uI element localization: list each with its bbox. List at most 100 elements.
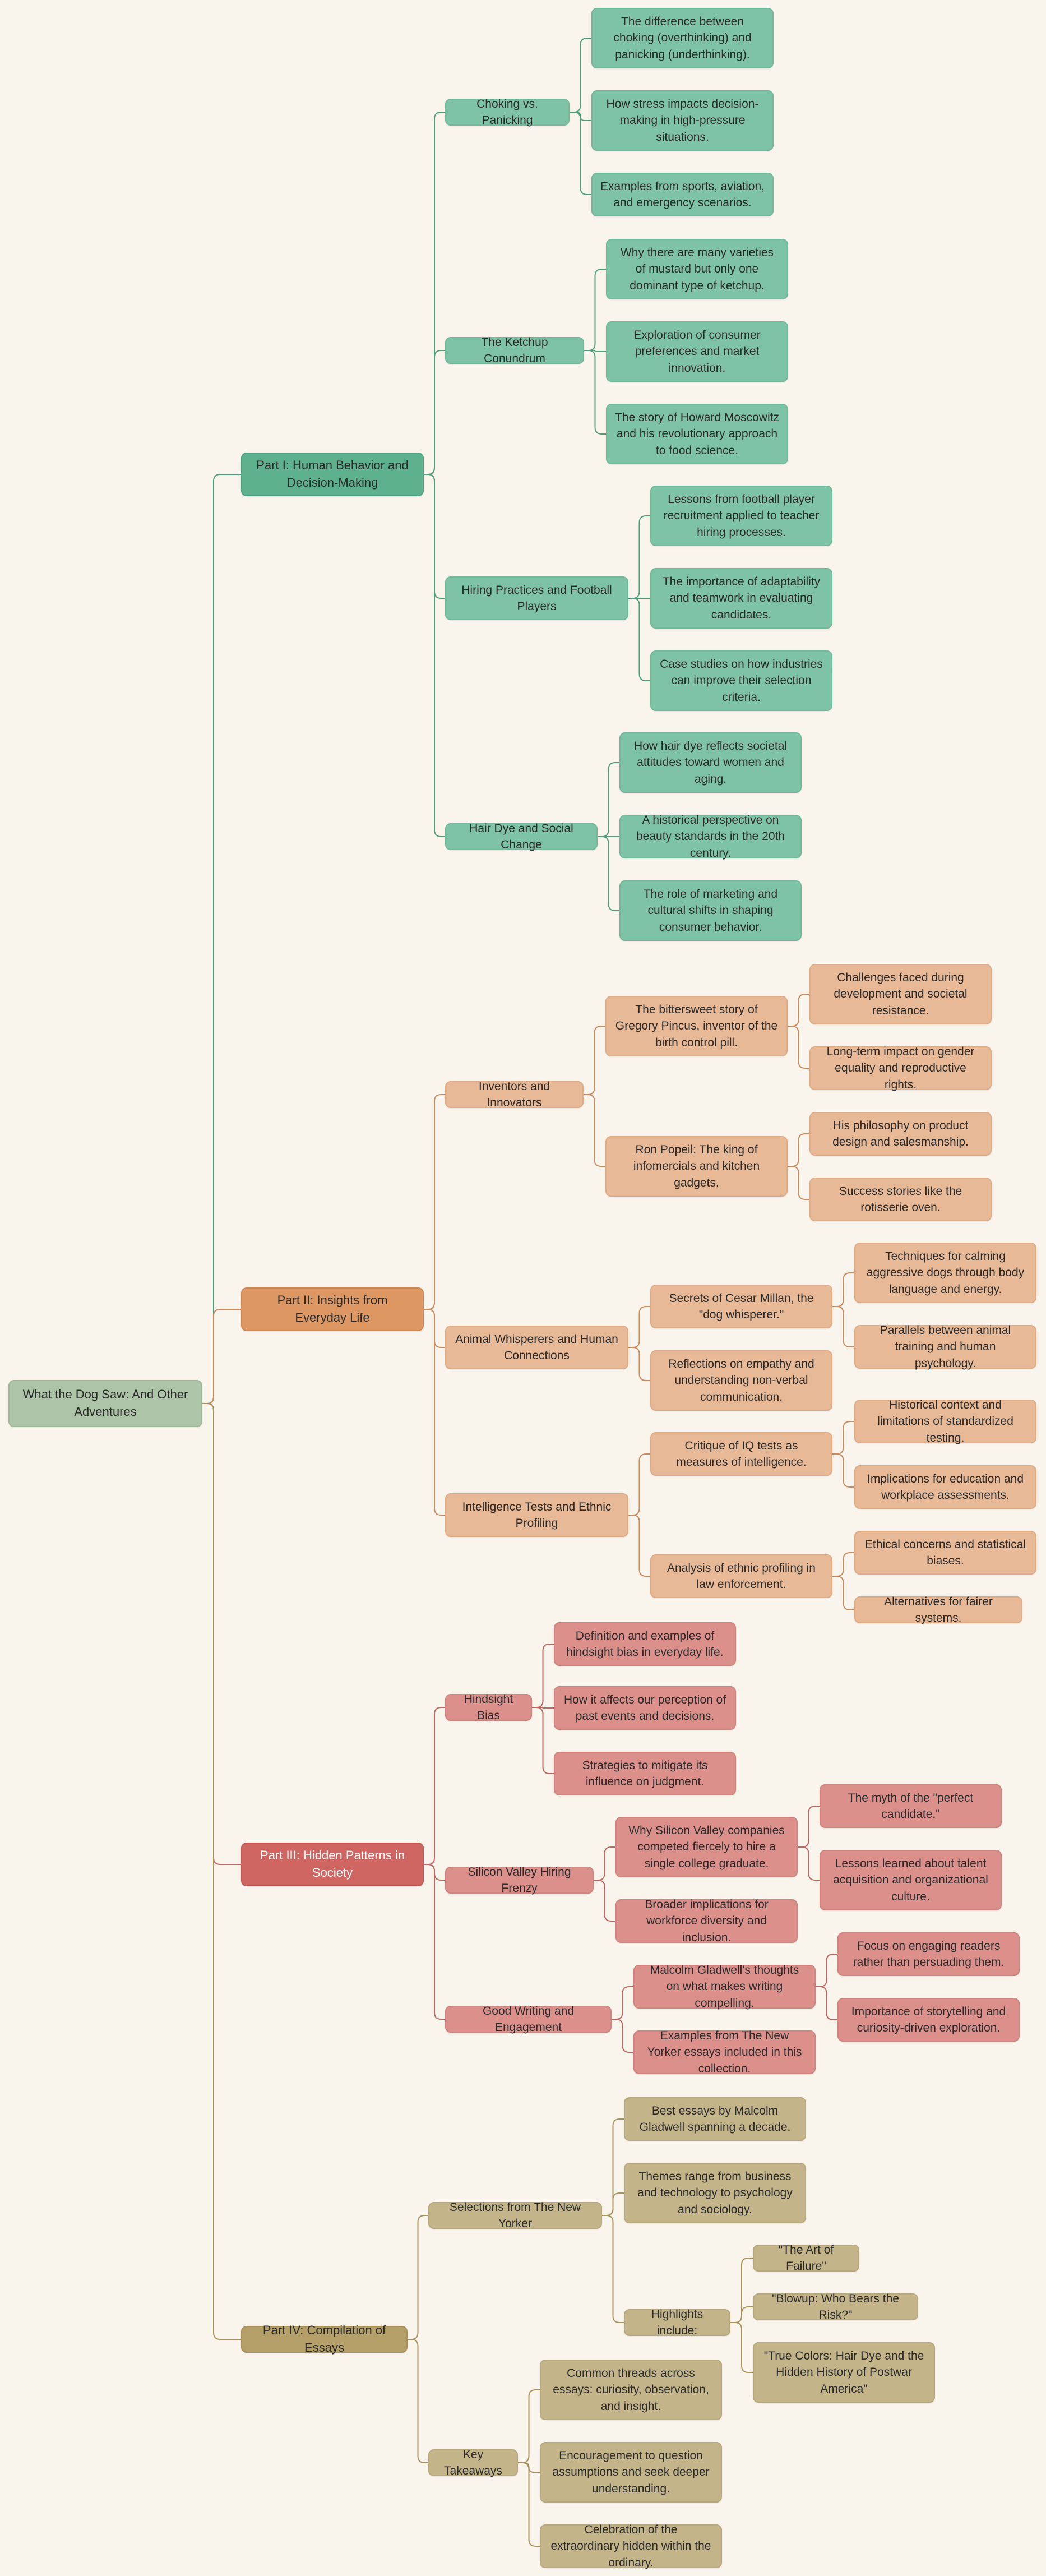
hindsight-bias-node[interactable]: Hindsight Bias [445,1693,532,1722]
choking-detail-1[interactable]: The difference between choking (overthin… [591,8,774,68]
hiring-practices-node[interactable]: Hiring Practices and Football Players [445,576,628,620]
connector-line [628,598,650,681]
highlight-art-of-failure[interactable]: "The Art of Failure" [753,2243,859,2273]
ketchup-detail-1[interactable]: Why there are many varieties of mustard … [606,239,788,299]
takeaways-detail-1[interactable]: Common threads across essays: curiosity,… [540,2360,722,2420]
good-writing-node[interactable]: Good Writing and Engagement [445,2005,612,2034]
pincus-node[interactable]: The bittersweet story of Gregory Pincus,… [605,996,788,1056]
connector-line [518,2389,540,2463]
inventors-node[interactable]: Inventors and Innovators [445,1080,584,1109]
highlights-node[interactable]: Highlights include: [624,2308,730,2337]
connector-line [584,1094,605,1167]
connector-line [408,2215,428,2340]
choking-vs-panicking-node[interactable]: Choking vs. Panicking [445,98,570,127]
hair-detail-2[interactable]: A historical perspective on beauty stand… [619,814,802,860]
connector-line [798,1806,820,1848]
profiling-node[interactable]: Analysis of ethnic profiling in law enfo… [650,1554,832,1598]
iq-test-detail-2[interactable]: Implications for education and workplace… [854,1465,1036,1509]
connector-line [628,1453,650,1516]
millan-detail-1[interactable]: Techniques for calming aggressive dogs t… [854,1243,1036,1303]
takeaways-detail-3[interactable]: Celebration of the extraordinary hidden … [540,2523,722,2569]
hiring-detail-1[interactable]: Lessons from football player recruitment… [650,486,832,546]
connector-line [518,2462,540,2547]
hair-detail-1[interactable]: How hair dye reflects societal attitudes… [619,732,802,793]
highlight-true-colors[interactable]: "True Colors: Hair Dye and the Hidden Hi… [753,2342,935,2403]
silicon-broader-node[interactable]: Broader implications for workforce diver… [615,1898,798,1944]
pincus-detail-2[interactable]: Long-term impact on gender equality and … [809,1045,992,1091]
root-node[interactable]: What the Dog Saw: And Other Adventures [8,1380,202,1427]
connector-line [612,2019,633,2053]
highlight-blowup[interactable]: "Blowup: Who Bears the Risk?" [753,2292,918,2321]
hindsight-detail-2[interactable]: How it affects our perception of past ev… [554,1686,736,1730]
connector-line [816,1986,837,2020]
takeaways-detail-2[interactable]: Encouragement to question assumptions an… [540,2442,722,2503]
hiring-detail-2[interactable]: The importance of adaptability and teamw… [650,568,832,629]
pincus-detail-1[interactable]: Challenges faced during development and … [809,964,992,1024]
connector-line [202,474,241,1404]
connector-line [628,1306,650,1348]
connector-line [598,836,619,911]
writing-thoughts-node[interactable]: Malcolm Gladwell's thoughts on what make… [633,1964,816,2010]
connector-line [832,1453,854,1488]
connector-line [602,2215,624,2323]
connector-line [202,1403,241,1865]
choking-detail-3[interactable]: Examples from sports, aviation, and emer… [591,173,774,216]
writing-thoughts-detail-1[interactable]: Focus on engaging readers rather than pe… [837,1932,1020,1976]
hiring-detail-3[interactable]: Case studies on how industries can impro… [650,650,832,711]
connector-line [594,1846,615,1881]
ketchup-detail-2[interactable]: Exploration of consumer preferences and … [606,321,788,382]
hair-detail-3[interactable]: The role of marketing and cultural shift… [619,880,802,941]
animal-whisperers-node[interactable]: Animal Whisperers and Human Connections [445,1326,628,1369]
connector-line [202,1403,241,2340]
part-2-node[interactable]: Part II: Insights from Everyday Life [241,1287,424,1331]
selections-detail-1[interactable]: Best essays by Malcolm Gladwell spanning… [624,2097,806,2141]
hair-dye-node[interactable]: Hair Dye and Social Change [445,822,598,851]
connector-line [532,1644,554,1708]
hindsight-detail-1[interactable]: Definition and examples of hindsight bia… [554,1622,736,1666]
part-4-node[interactable]: Part IV: Compilation of Essays [241,2323,408,2355]
connector-line [832,1421,854,1455]
popeil-detail-2[interactable]: Success stories like the rotisserie oven… [809,1178,992,1221]
connector-line [584,1026,605,1095]
profiling-detail-1[interactable]: Ethical concerns and statistical biases. [854,1531,1036,1575]
writing-thoughts-detail-2[interactable]: Importance of storytelling and curiosity… [837,1998,1020,2042]
key-takeaways-node[interactable]: Key Takeaways [428,2448,518,2477]
ketchup-conundrum-node[interactable]: The Ketchup Conundrum [445,336,584,365]
connector-line [788,1166,809,1200]
profiling-detail-2[interactable]: Alternatives for fairer systems. [854,1595,1022,1624]
popeil-detail-1[interactable]: His philosophy on product design and sal… [809,1112,992,1156]
connector-line [788,1133,809,1167]
iq-test-detail-1[interactable]: Historical context and limitations of st… [854,1398,1036,1444]
connector-line [408,2339,428,2463]
ketchup-detail-3[interactable]: The story of Howard Moscowitz and his re… [606,404,788,464]
connector-line [730,2322,753,2373]
connector-line [424,474,445,837]
intelligence-tests-node[interactable]: Intelligence Tests and Ethnic Profiling [445,1493,628,1537]
connector-line [628,1347,650,1381]
connector-line [798,1846,820,1881]
connector-line [424,350,445,475]
silicon-why-node[interactable]: Why Silicon Valley companies competed fi… [615,1817,798,1877]
connector-line [832,1272,854,1307]
part-3-node[interactable]: Part III: Hidden Patterns in Society [241,1843,424,1886]
connector-line [570,112,591,195]
hindsight-detail-3[interactable]: Strategies to mitigate its influence on … [554,1752,736,1795]
connector-line [628,515,650,599]
connector-line [594,1880,615,1922]
iq-test-node[interactable]: Critique of IQ tests as measures of inte… [650,1432,832,1476]
connector-line [612,1986,633,2020]
writing-examples-node[interactable]: Examples from The New Yorker essays incl… [633,2029,816,2075]
silicon-valley-node[interactable]: Silicon Valley Hiring Frenzy [445,1866,594,1895]
millan-node[interactable]: Secrets of Cesar Millan, the "dog whispe… [650,1285,832,1328]
selections-node[interactable]: Selections from The New Yorker [428,2201,602,2230]
millan-detail-2[interactable]: Parallels between animal training and hu… [854,1324,1036,1370]
empathy-node[interactable]: Reflections on empathy and understanding… [650,1350,832,1411]
choking-detail-2[interactable]: How stress impacts decision-making in hi… [591,90,774,151]
part-1-node[interactable]: Part I: Human Behavior and Decision-Maki… [241,453,424,496]
silicon-why-detail-1[interactable]: The myth of the "perfect candidate." [820,1784,1002,1828]
connector-line [532,1707,554,1709]
silicon-why-detail-2[interactable]: Lessons learned about talent acquisition… [820,1850,1002,1910]
selections-detail-2[interactable]: Themes range from business and technolog… [624,2163,806,2223]
popeil-node[interactable]: Ron Popeil: The king of infomercials and… [605,1136,788,1197]
